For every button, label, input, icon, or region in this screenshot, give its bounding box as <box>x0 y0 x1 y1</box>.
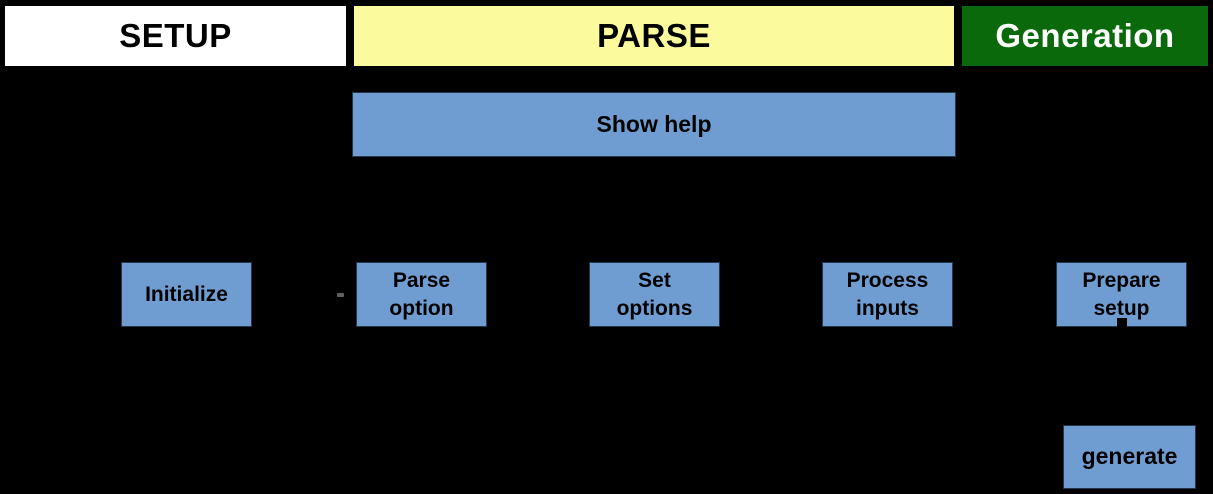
node-initialize: Initialize <box>121 262 252 327</box>
lane-header-generation: Generation <box>960 4 1210 68</box>
lane-header-parse: PARSE <box>352 4 956 68</box>
node-show-help: Show help <box>352 92 956 157</box>
node-process-inputs: Process inputs <box>822 262 953 327</box>
arrowhead-remnant-icon <box>337 293 344 297</box>
node-parse-option: Parse option <box>356 262 487 327</box>
node-generate: generate <box>1063 425 1196 489</box>
node-prepare-setup: Prepare setup <box>1056 262 1187 327</box>
connector-stub <box>1117 318 1127 328</box>
lane-header-setup: SETUP <box>3 4 348 68</box>
node-set-options: Set options <box>589 262 720 327</box>
